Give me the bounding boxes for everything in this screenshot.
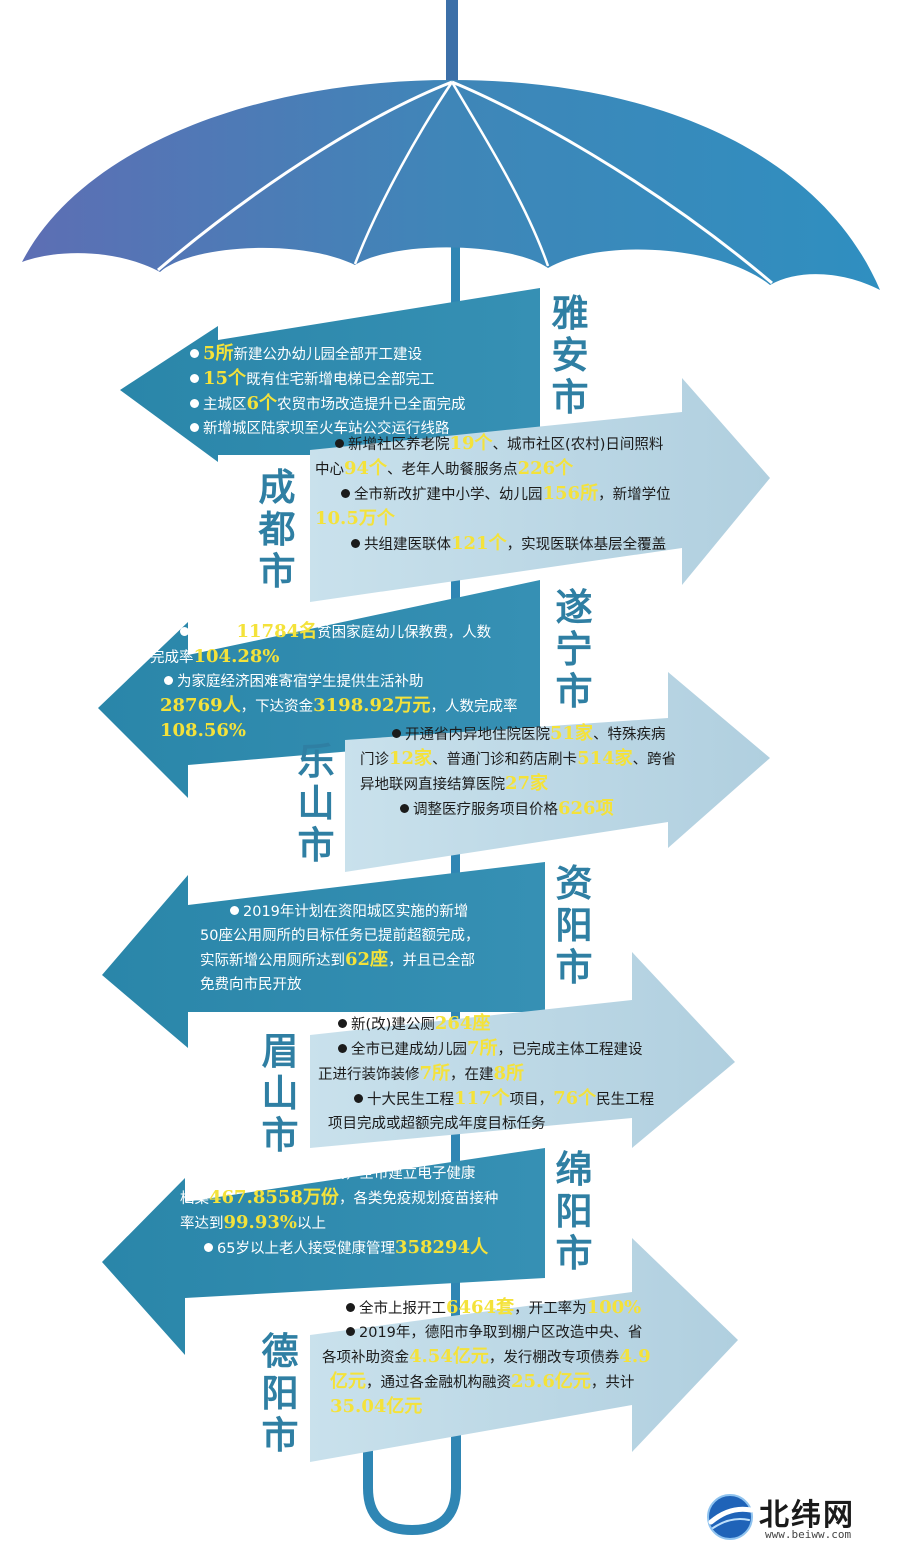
canopy-rib	[450, 81, 550, 267]
city-yaan: 雅安市	[551, 291, 589, 419]
arrow-chengdu	[310, 378, 770, 602]
canopy-rib	[157, 80, 453, 272]
city-mianyang: 绵阳市	[555, 1147, 593, 1275]
panel-chengdu: 新增社区养老院19个、城市社区(农村)日间照料 中心94个、老年人助餐服务点22…	[315, 433, 671, 554]
arrow-leshan	[345, 672, 770, 872]
umbrella-canopy	[22, 80, 880, 290]
umbrella-tip	[446, 0, 458, 82]
logo-url: www.beiww.com	[765, 1528, 852, 1541]
panel-leshan: 开通省内异地住院医院51家、特殊疾病 门诊12家、普通门诊和药店刷卡514家、跨…	[360, 723, 677, 819]
city-leshan: 乐山市	[297, 739, 335, 867]
globe-icon	[707, 1494, 754, 1540]
site-logo[interactable]: 北纬网 www.beiww.com	[705, 1488, 885, 1548]
city-ziyang: 资阳市	[555, 861, 593, 989]
panel-yaan: 5所新建公办幼儿园全部开工建设 15个既有住宅新增电梯已全部完工 主城区6个农贸…	[190, 342, 535, 441]
panel-deyang: 全市上报开工6464套，开工率为100% 2019年，德阳市争取到棚户区改造中央…	[322, 1297, 651, 1417]
panel-meishan: 新(改)建公厕264座 全市已建成幼儿园7所，已完成主体工程建设 正进行装饰装修…	[318, 1013, 655, 1132]
canopy-rib	[353, 81, 454, 265]
city-suining: 遂宁市	[555, 585, 593, 713]
arrow-ziyang	[102, 862, 545, 1048]
panel-ziyang: 2019年计划在资阳城区实施的新增 50座公用厕所的目标任务已提前超额完成， 实…	[200, 904, 480, 993]
arrow-deyang	[310, 1238, 738, 1462]
umbrella-hook	[363, 1415, 461, 1536]
arrow-meishan	[310, 952, 735, 1148]
arrow-yaan	[120, 288, 540, 462]
city-deyang: 德阳市	[261, 1329, 299, 1457]
panel-mianyang: 截至2019年10月底，全市建立电子健康 档案467.8558万份，各类免疫规划…	[180, 1166, 499, 1258]
logo-name: 北纬网	[759, 1498, 855, 1533]
city-meishan: 眉山市	[261, 1029, 299, 1157]
canopy-rib	[451, 80, 773, 285]
city-chengdu: 成都市	[258, 465, 296, 593]
arrow-mianyang	[102, 1148, 545, 1355]
panel-suining: 已减免11784名贫困家庭幼儿保教费，人数 完成率104.28% 为家庭经济困难…	[150, 621, 518, 741]
